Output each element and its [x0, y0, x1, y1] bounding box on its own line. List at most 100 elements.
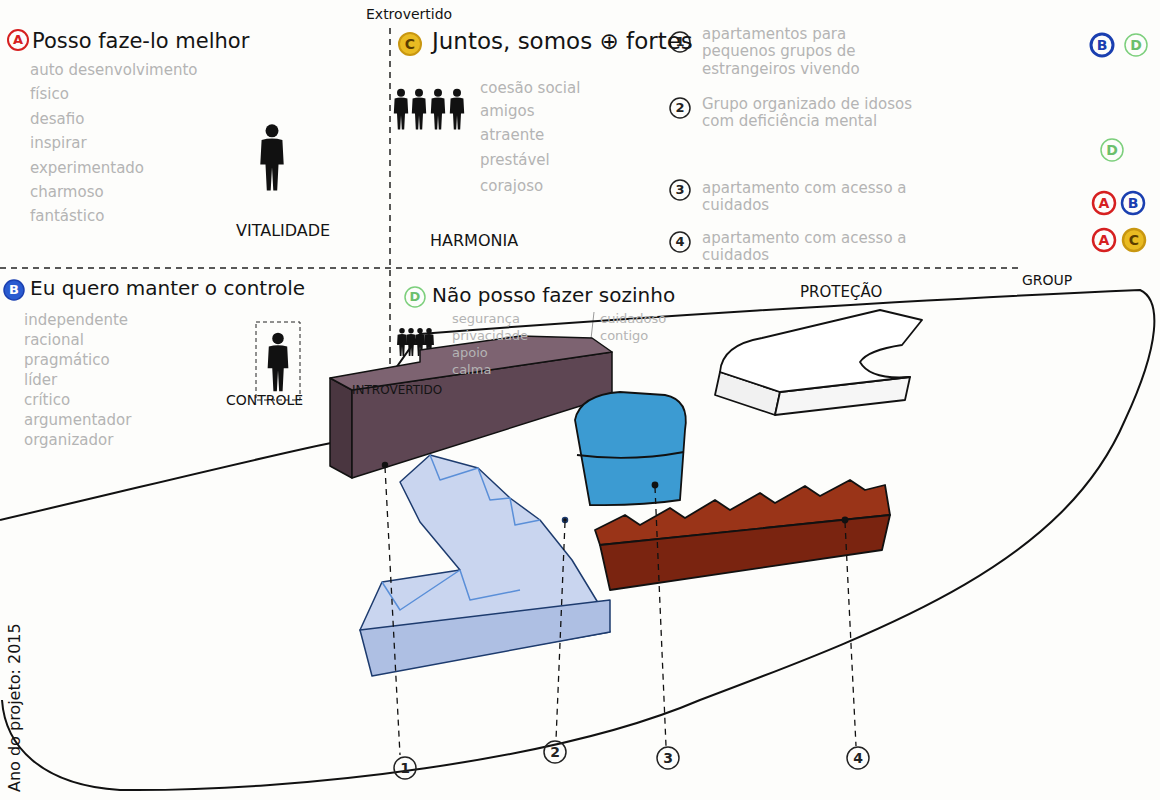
trait-item: crítico: [24, 392, 70, 409]
leader-lines: [385, 467, 856, 755]
quadrant-heading: Posso faze-lo melhor: [32, 29, 249, 53]
building-white: [715, 310, 922, 415]
quadrant-name: PROTEÇÃO: [800, 284, 882, 301]
trait-item: racional: [24, 332, 84, 349]
program-note: apartamento com acesso a cuidados: [702, 180, 912, 215]
trait-item: organizador: [24, 432, 113, 449]
trait-item: corajoso: [480, 178, 543, 195]
circle-shape: [1101, 139, 1123, 161]
circle-text: D: [1124, 33, 1148, 57]
axis-label: Extrovertido: [366, 6, 452, 22]
trait-item: líder: [24, 372, 57, 389]
project-year: Ano do projeto: 2015: [6, 623, 24, 792]
circle-text: D: [404, 286, 426, 308]
circle-text: B: [1090, 33, 1114, 57]
trait-item: amigos: [480, 103, 535, 120]
trait-item: argumentador: [24, 412, 131, 429]
circle-shape: [657, 747, 679, 769]
circle-text: A: [1092, 228, 1116, 252]
circle-text: B: [1121, 191, 1145, 215]
circle-shape: [544, 741, 566, 763]
circle-text: A: [1092, 191, 1116, 215]
building-blue: [575, 392, 686, 505]
circle-shape: [1091, 34, 1113, 56]
circle-shape: [405, 287, 425, 307]
trait-item: independente: [24, 312, 128, 329]
circle-text: 2: [669, 97, 691, 119]
circle-shape: [670, 232, 690, 252]
profile-letter: C: [1122, 228, 1146, 252]
trait-item: privacidade: [452, 329, 528, 344]
circle-shape: [847, 747, 869, 769]
circle-text: 4: [669, 231, 691, 253]
trait-item: auto desenvolvimento: [30, 62, 198, 79]
trait-item: apoio: [452, 346, 488, 361]
dashed-frame: [256, 322, 300, 400]
trait-item: pragmático: [24, 352, 110, 369]
trait-item: físico: [30, 86, 69, 103]
circle-text: D: [1100, 138, 1124, 162]
callout-number: 3: [669, 179, 691, 201]
circle-text: 3: [669, 179, 691, 201]
callout-number: 4: [846, 746, 870, 770]
profile-letter: D: [1100, 138, 1124, 162]
trait-item: coesão social: [480, 80, 580, 97]
building-purple: [330, 336, 612, 478]
trait-item: desafio: [30, 111, 84, 128]
quadrant-heading: Não posso fazer sozinho: [432, 284, 675, 307]
circle-shape: [670, 98, 690, 118]
circle-text: C: [1122, 228, 1146, 252]
circle-shape: [1093, 229, 1115, 251]
trait-item: prestável: [480, 152, 550, 169]
trait-item: contigo: [600, 329, 648, 344]
circle-text: 2: [543, 740, 567, 764]
profile-letter: D: [404, 286, 426, 308]
circle-text: 3: [656, 746, 680, 770]
circle-text: A: [7, 29, 29, 51]
trait-item: fantástico: [30, 208, 104, 225]
building-lightblue: [360, 455, 610, 676]
profile-letter: B: [1121, 191, 1145, 215]
callout-number: 4: [669, 231, 691, 253]
axis-label: GROUP: [1022, 272, 1072, 288]
quadrant-heading: Eu quero manter o controle: [30, 277, 305, 300]
trait-item: calma: [452, 363, 491, 378]
profile-letter: C: [398, 32, 422, 56]
callout-number: 2: [669, 97, 691, 119]
profile-letter: A: [1092, 228, 1116, 252]
callout-number: 2: [543, 740, 567, 764]
circle-shape: [1122, 192, 1144, 214]
program-note: Grupo organizado de idosos com deficiênc…: [702, 96, 932, 131]
callout-number: 3: [656, 746, 680, 770]
profile-letter: A: [7, 29, 29, 51]
quadrant-name: HARMONIA: [430, 232, 518, 250]
circle-shape: [8, 30, 28, 50]
circle-shape: [4, 280, 24, 300]
program-note: apartamentos para pequenos grupos de est…: [702, 26, 917, 78]
divider-line: [389, 28, 391, 392]
profile-letter: A: [1092, 191, 1116, 215]
circle-shape: [1123, 229, 1145, 251]
quadrant-name: VITALIDADE: [236, 222, 330, 240]
axis-label: INTROVERTIDO: [352, 384, 442, 398]
program-note: apartamento com acesso a cuidados: [702, 230, 912, 265]
profile-letter: D: [1124, 33, 1148, 57]
quadrant-heading: Juntos, somos ⊕ fortes: [432, 28, 693, 54]
circle-shape: [1093, 192, 1115, 214]
trait-item: charmoso: [30, 184, 104, 201]
circle-shape: [399, 33, 421, 55]
circle-shape: [394, 757, 416, 779]
circle-text: 4: [846, 746, 870, 770]
site-outline: [0, 290, 1154, 790]
trait-item: experimentado: [30, 160, 144, 177]
trait-item: atraente: [480, 127, 544, 144]
circle-text: 1: [393, 756, 417, 780]
profile-letter: B: [1090, 33, 1114, 57]
trait-item: cuidadoso: [600, 312, 666, 327]
profile-letter: B: [3, 279, 25, 301]
callout-number: 1: [393, 756, 417, 780]
trait-item: inspirar: [30, 135, 87, 152]
trait-item: segurança: [452, 312, 520, 327]
circle-text: B: [3, 279, 25, 301]
